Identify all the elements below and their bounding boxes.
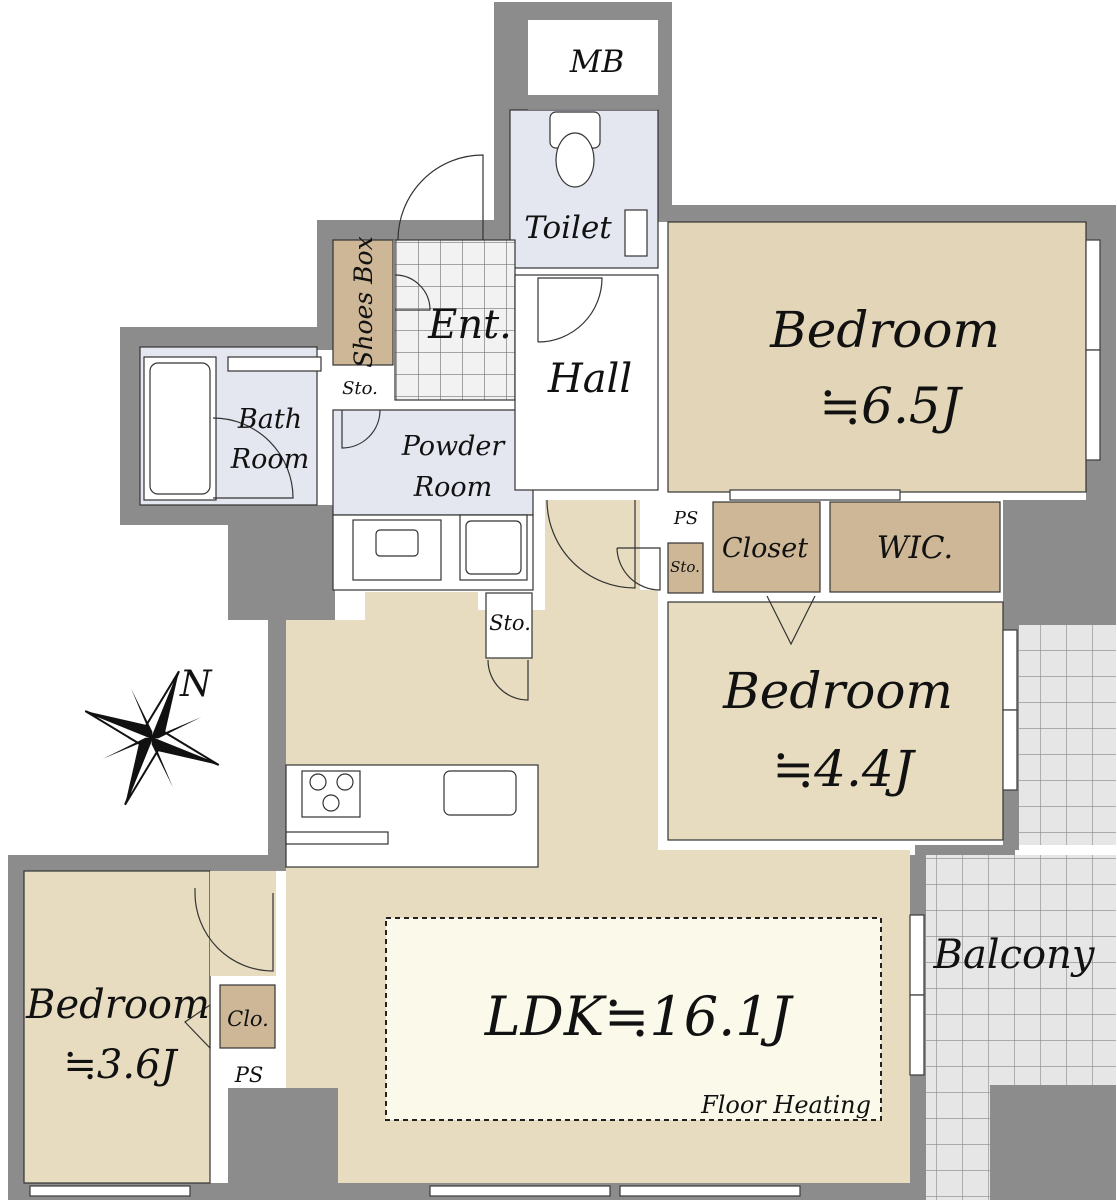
bedroom2-size: ≒4.4J xyxy=(772,740,916,798)
ldk-label: LDK≒16.1J xyxy=(484,985,795,1048)
entrance-label: Ent. xyxy=(427,302,512,348)
floor-heating-label: Floor Heating xyxy=(700,1091,871,1119)
shoes-box-label: Shoes Box xyxy=(349,236,378,367)
closet-bedroom3-label: Clo. xyxy=(227,1007,269,1031)
bedroom1-label: Bedroom xyxy=(769,301,1000,359)
powder-room-label-line2: Room xyxy=(413,472,492,503)
bedroom2-floor xyxy=(667,601,1004,841)
bath-label-line1: Bath xyxy=(237,404,302,435)
powder-room-label-line1: Powder xyxy=(401,431,507,462)
balcony-label: Balcony xyxy=(933,932,1096,978)
storage-hall-label: Sto. xyxy=(670,558,700,576)
wic-label: WIC. xyxy=(877,530,954,566)
bedroom3-label: Bedroom xyxy=(25,982,210,1028)
storage-entrance-label: Sto. xyxy=(342,378,378,399)
closet-floor xyxy=(712,501,821,593)
wic-floor xyxy=(829,501,1001,593)
hall-floor xyxy=(514,274,659,491)
compass-north-label: N xyxy=(179,664,213,705)
compass: N xyxy=(84,664,220,806)
doors xyxy=(184,154,816,1050)
closet-label: Closet xyxy=(722,533,808,564)
ps-bedroom3-label: PS xyxy=(234,1063,264,1087)
balcony-floor xyxy=(926,855,1116,1085)
storage-kitchen-label: Sto. xyxy=(489,611,531,635)
mb-label: MB xyxy=(569,44,625,80)
fixtures xyxy=(143,111,648,868)
bedroom3-size: ≒3.6J xyxy=(63,1042,178,1088)
hall-label: Hall xyxy=(547,356,632,402)
labels: MB Toilet Shoes Box Ent. Hall Bath Room … xyxy=(25,44,1096,1119)
entrance-floor xyxy=(394,239,516,401)
bedroom1-floor xyxy=(667,221,1087,493)
bedroom2-label: Bedroom xyxy=(722,662,953,720)
toilet-label: Toilet xyxy=(524,210,612,246)
storage-hall-floor xyxy=(667,542,704,594)
bedroom3-floor xyxy=(23,870,211,1184)
floor-heating-area xyxy=(385,917,882,1121)
compass-rose-icon xyxy=(84,670,220,806)
closet-bedroom3-floor xyxy=(219,984,276,1049)
ps-hall-label: PS xyxy=(673,508,698,529)
shoes-box-floor xyxy=(332,239,394,366)
balcony-upper-floor xyxy=(1019,625,1116,845)
windows xyxy=(29,239,1101,1197)
bath-label-line2: Room xyxy=(230,444,309,475)
bedroom1-size: ≒6.5J xyxy=(819,377,963,435)
